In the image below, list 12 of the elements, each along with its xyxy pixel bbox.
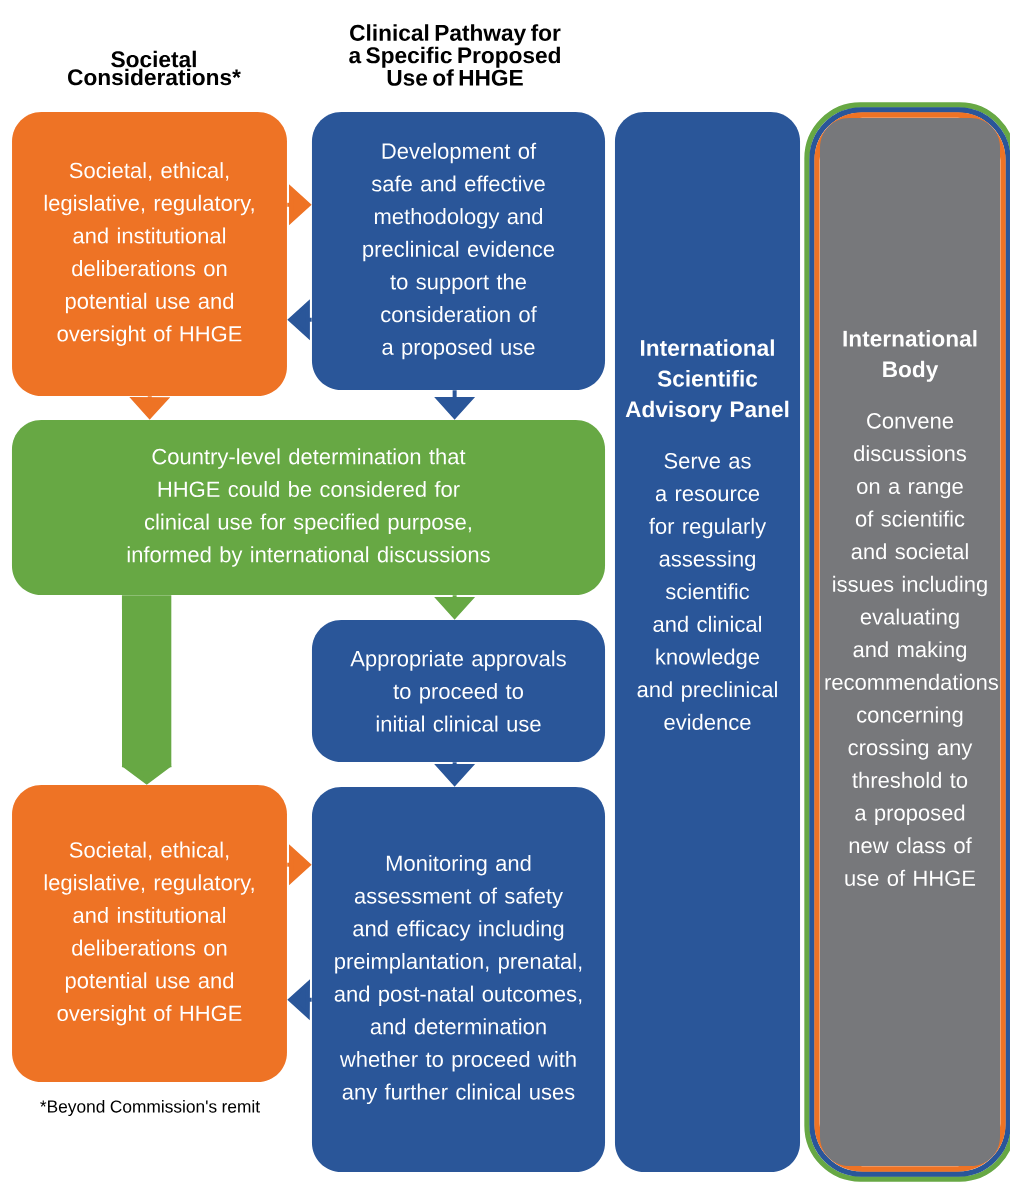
panel-column: International Scientific Advisory Panel Serve as a resource for regularly assessing scientific and clinical knowledge and preclinical evidence [614,112,801,1172]
deliberation-box: Societal, ethical, legislative, regulatory, and institutional deliberations on potential use and oversight of HHGE [12,112,287,396]
pointer-arrow [121,595,172,785]
determination-box: Country-level determination that HHGE could be considered for clinical use for specified purpose, informed by international discussions [11,420,606,595]
heading: Societal Considerations* [68,50,241,86]
footnote: *Beyond Commission's remit [40,1099,260,1117]
body-column: International Body Convene discussions on a range of scientific and societal issues including evaluating and making recommendations concerning crossing any threshold to a proposed new class of use of HHGE [820,118,1000,1166]
heading: Clinical Pathway for a Specific Proposed Use of HHGE [349,24,561,86]
pathway-box: Monitoring and assessment of safety and efficacy including preimplantation, prenatal, and post-natal outcomes, and determination whether to proceed with any further clinical uses [311,786,606,1173]
pathway-box: Development of safe and effective methodology and preclinical evidence to support the consideration of a proposed use [311,112,606,390]
pathway-box: Appropriate approvals to proceed to initial clinical use [311,620,606,762]
deliberation-box: Societal, ethical, legislative, regulatory, and institutional deliberations on potential use and oversight of HHGE [12,784,287,1083]
